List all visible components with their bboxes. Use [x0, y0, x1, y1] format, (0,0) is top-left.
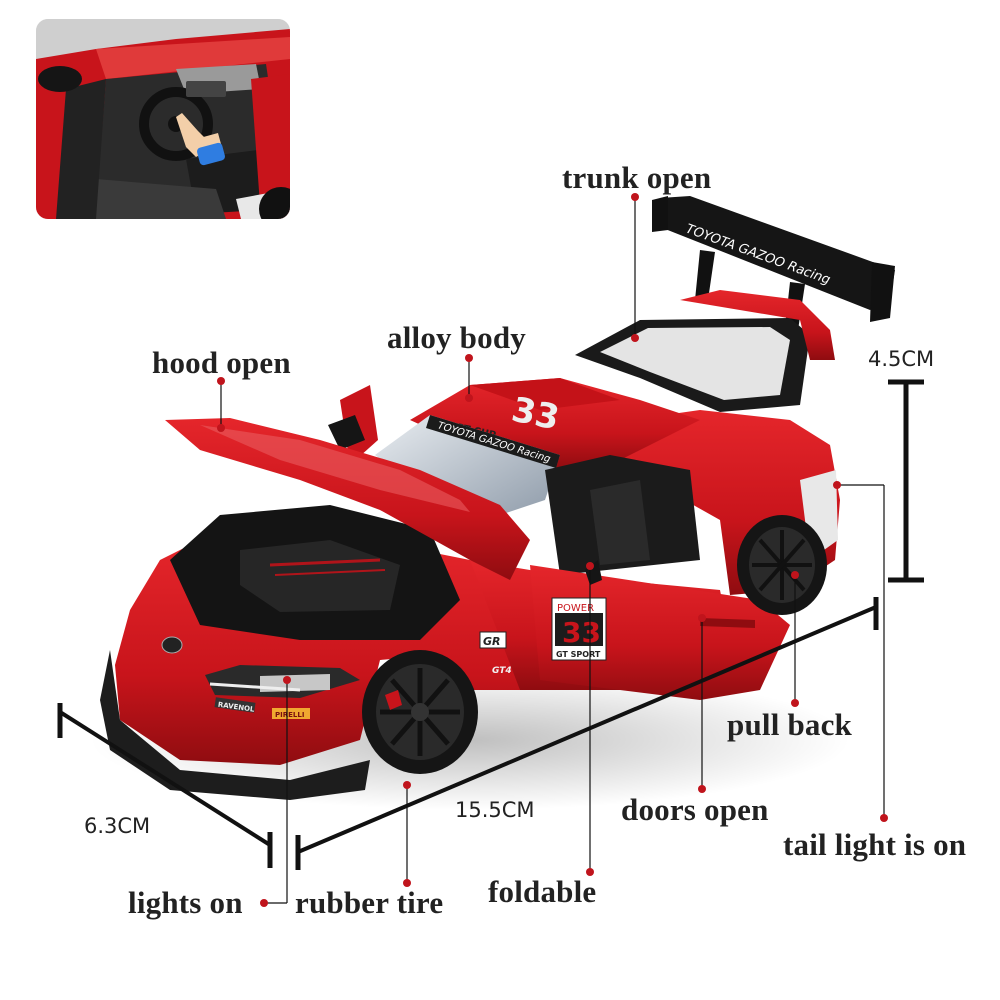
front-wheel	[362, 650, 478, 774]
door-number-decal: 33	[562, 616, 601, 649]
label-alloy-body: alloy body	[387, 320, 526, 355]
gt4-decal: GT4	[492, 666, 512, 676]
open-door: POWER 33 GT SPORT	[530, 560, 790, 700]
dimension-height: 4.5CM	[868, 347, 935, 371]
label-trunk-open: trunk open	[562, 160, 712, 195]
callout-markers	[217, 193, 888, 907]
door-series-decal: GT SPORT	[556, 650, 601, 659]
interior-inset-photo	[36, 19, 290, 219]
dimension-length: 15.5CM	[455, 798, 535, 822]
pointing-hand-icon	[176, 113, 225, 166]
label-pull-back: pull back	[727, 707, 852, 742]
label-doors-open: doors open	[621, 792, 769, 827]
ravenol-plate	[214, 697, 256, 713]
label-hood-open: hood open	[152, 345, 291, 380]
open-hood	[165, 418, 530, 580]
callout-leaders	[220, 197, 885, 904]
roof-number-decal: 33	[508, 390, 563, 439]
rear-wheel	[737, 515, 827, 615]
pirelli-plate	[272, 708, 310, 719]
label-lights-on: lights on	[128, 885, 243, 920]
dimension-lines	[57, 379, 924, 870]
label-tail-light: tail light is on	[783, 827, 967, 862]
door-title-decal: POWER	[557, 603, 594, 614]
svg-text:PIRELLI: PIRELLI	[275, 711, 304, 719]
dimension-width: 6.3CM	[84, 814, 151, 838]
label-foldable: foldable	[488, 874, 597, 909]
label-rubber-tire: rubber tire	[295, 885, 444, 920]
interior-illustration	[36, 19, 290, 219]
gr-badge: GR	[483, 635, 501, 648]
